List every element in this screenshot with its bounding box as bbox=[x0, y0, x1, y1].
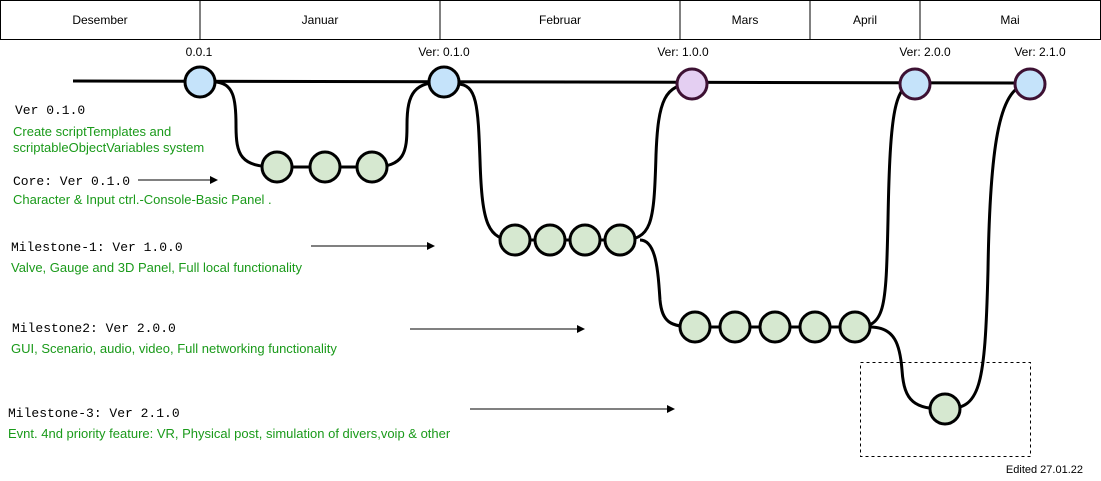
month-april: April bbox=[853, 13, 877, 27]
commit-node bbox=[260, 150, 294, 184]
commit-node bbox=[308, 150, 342, 184]
version-label-2-1-0: Ver: 2.1.0 bbox=[1014, 45, 1066, 59]
branch-2-path bbox=[456, 82, 694, 242]
branch-4-path bbox=[869, 82, 1031, 411]
branch-3-path bbox=[639, 82, 916, 329]
commit-node bbox=[838, 310, 872, 344]
commit-nodes bbox=[260, 150, 962, 426]
note-desc-milestone-1: Valve, Gauge and 3D Panel, Full local fu… bbox=[11, 260, 302, 275]
edited-date: Edited 27.01.22 bbox=[1006, 464, 1083, 476]
commit-node bbox=[718, 310, 752, 344]
version-label-1-0-0: Ver: 1.0.0 bbox=[657, 45, 709, 59]
note-desc-milestone-2: GUI, Scenario, audio, video, Full networ… bbox=[11, 341, 337, 356]
commit-node bbox=[928, 392, 962, 426]
version-labels: 0.0.1 Ver: 0.1.0 Ver: 1.0.0 Ver: 2.0.0 V… bbox=[186, 45, 1066, 59]
commit-node bbox=[533, 223, 567, 257]
version-label-0-0-1: 0.0.1 bbox=[186, 45, 213, 59]
note-title-milestone-2: Milestone2: Ver 2.0.0 bbox=[12, 321, 176, 336]
commit-node bbox=[758, 310, 792, 344]
node-2-1-0 bbox=[1013, 67, 1047, 101]
note-title-milestone-3: Milestone-3: Ver 2.1.0 bbox=[8, 406, 180, 421]
note-desc-ver-0-1-0-line2: scriptableObjectVariables system bbox=[13, 140, 204, 155]
month-mars: Mars bbox=[732, 13, 759, 27]
note-title-ver-0-1-0: Ver 0.1.0 bbox=[15, 103, 85, 118]
version-label-0-1-0: Ver: 0.1.0 bbox=[418, 45, 470, 59]
commit-node bbox=[678, 310, 712, 344]
commit-node bbox=[568, 223, 602, 257]
note-desc-ver-0-1-0-line1: Create scriptTemplates and bbox=[13, 124, 171, 139]
commit-node bbox=[798, 310, 832, 344]
commit-node bbox=[603, 223, 637, 257]
month-mai: Mai bbox=[1000, 13, 1019, 27]
node-2-0-0 bbox=[898, 67, 932, 101]
note-desc-milestone-3: Evnt. 4nd priority feature: VR, Physical… bbox=[8, 426, 451, 441]
note-title-milestone-1: Milestone-1: Ver 1.0.0 bbox=[11, 240, 183, 255]
month-januar: Januar bbox=[302, 13, 339, 27]
commit-node bbox=[498, 223, 532, 257]
node-0-0-1 bbox=[183, 65, 217, 99]
node-0-1-0 bbox=[427, 65, 461, 99]
month-desember: Desember bbox=[72, 13, 127, 27]
month-februar: Februar bbox=[539, 13, 581, 27]
dashed-highlight-box bbox=[860, 362, 1031, 457]
pointer-arrows bbox=[138, 176, 675, 413]
commit-node bbox=[355, 150, 389, 184]
version-label-2-0-0: Ver: 2.0.0 bbox=[899, 45, 951, 59]
main-branch-line bbox=[72, 79, 1031, 85]
node-1-0-0 bbox=[675, 67, 709, 101]
note-title-core: Core: Ver 0.1.0 bbox=[13, 174, 130, 189]
note-desc-core: Character & Input ctrl.-Console-Basic Pa… bbox=[13, 192, 272, 207]
release-nodes bbox=[183, 65, 1047, 101]
notes: Ver 0.1.0 Create scriptTemplates and scr… bbox=[8, 103, 451, 441]
month-header: Desember Januar Februar Mars April Mai bbox=[0, 0, 1101, 40]
